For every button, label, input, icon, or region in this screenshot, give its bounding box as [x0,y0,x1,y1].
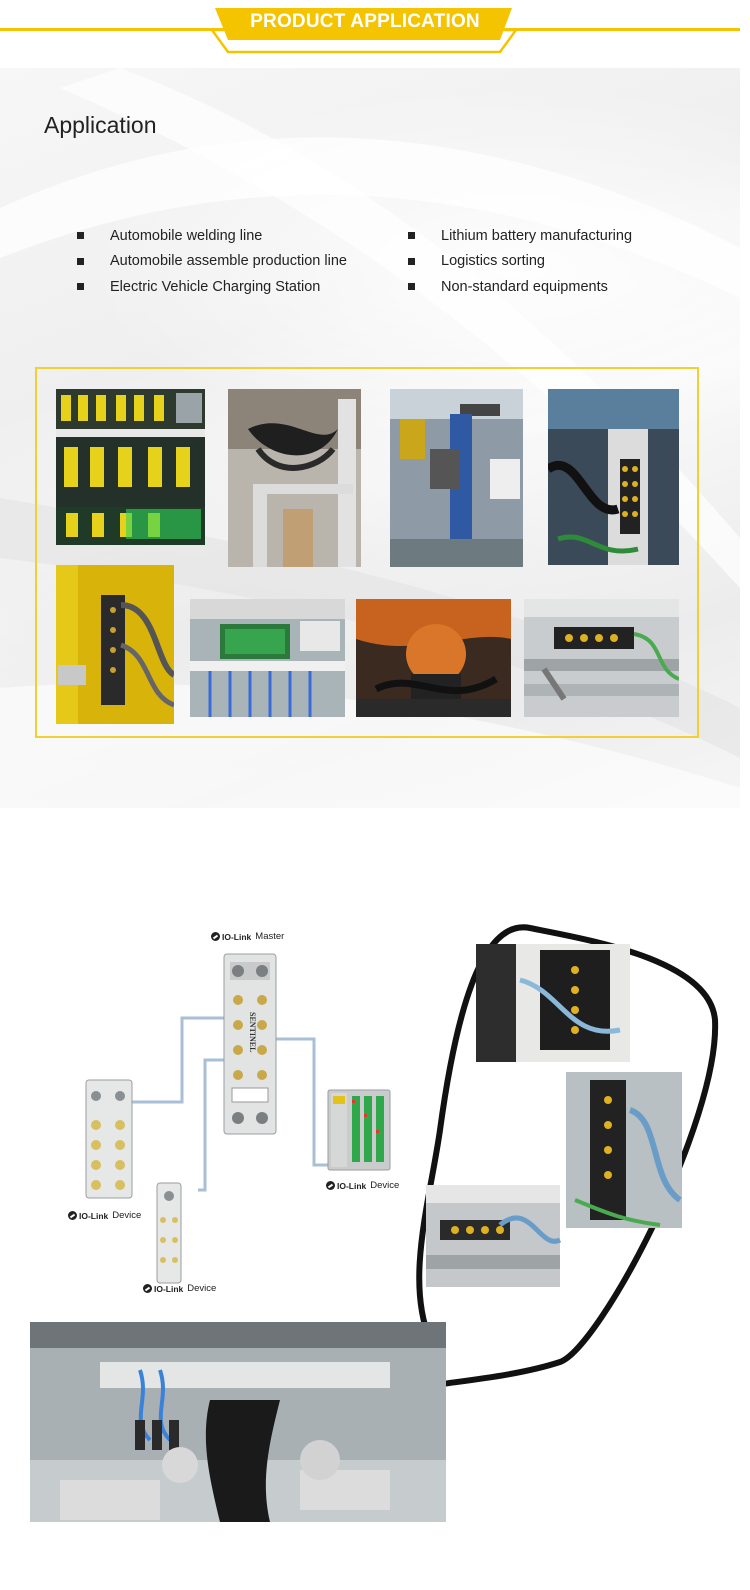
photo-control-cabinet [56,389,205,545]
photo-wiring-panel [190,599,345,717]
io-link-logo-icon [68,1211,77,1220]
header-title: PRODUCT APPLICATION [250,11,480,32]
photo-conveyor-module [524,599,679,717]
right-device-module [327,1089,391,1171]
callout-photo-3 [426,1185,562,1287]
left-device-module [85,1079,133,1199]
bullet-square-icon [77,283,84,291]
application-list-right: Lithium battery manufacturing Logistics … [408,223,632,300]
master-module: SENTINEL [223,953,277,1135]
application-photo-gallery [35,367,699,738]
list-item: Electric Vehicle Charging Station [77,274,347,300]
photo-industrial-robot [356,599,511,717]
photo-robot-frame [228,389,361,567]
master-side-text: SENTINEL [248,1012,257,1052]
list-item: Lithium battery manufacturing [408,223,632,249]
bullet-square-icon [408,283,415,291]
application-list-left: Automobile welding line Automobile assem… [77,223,347,300]
list-item: Non-standard equipments [408,274,632,300]
photo-yellow-machine [56,565,174,724]
io-link-logo-icon [143,1284,152,1293]
machine-overview-photo [30,1322,446,1522]
section-header: PRODUCT APPLICATION [0,0,750,60]
io-link-diagram: SENTINEL [30,924,719,1522]
photo-io-module-cabinet [548,389,679,565]
application-title: Application [44,112,157,138]
bullet-square-icon [408,232,415,240]
header-banner [0,8,740,54]
list-item: Logistics sorting [408,249,632,275]
bullet-square-icon [408,257,415,265]
photo-welding-robot [390,389,523,567]
list-item: Automobile assemble production line [77,249,347,275]
list-item: Automobile welding line [77,223,347,249]
callout-photo-1 [476,944,630,1062]
application-section: Application Automobile welding line Auto… [0,68,740,808]
io-link-logo-icon [326,1181,335,1190]
bullet-square-icon [77,232,84,240]
callout-photo-2 [566,1072,682,1228]
bottom-device-module [156,1182,182,1284]
background-swoosh [0,68,740,808]
bullet-square-icon [77,257,84,265]
io-link-logo-icon [211,932,220,941]
